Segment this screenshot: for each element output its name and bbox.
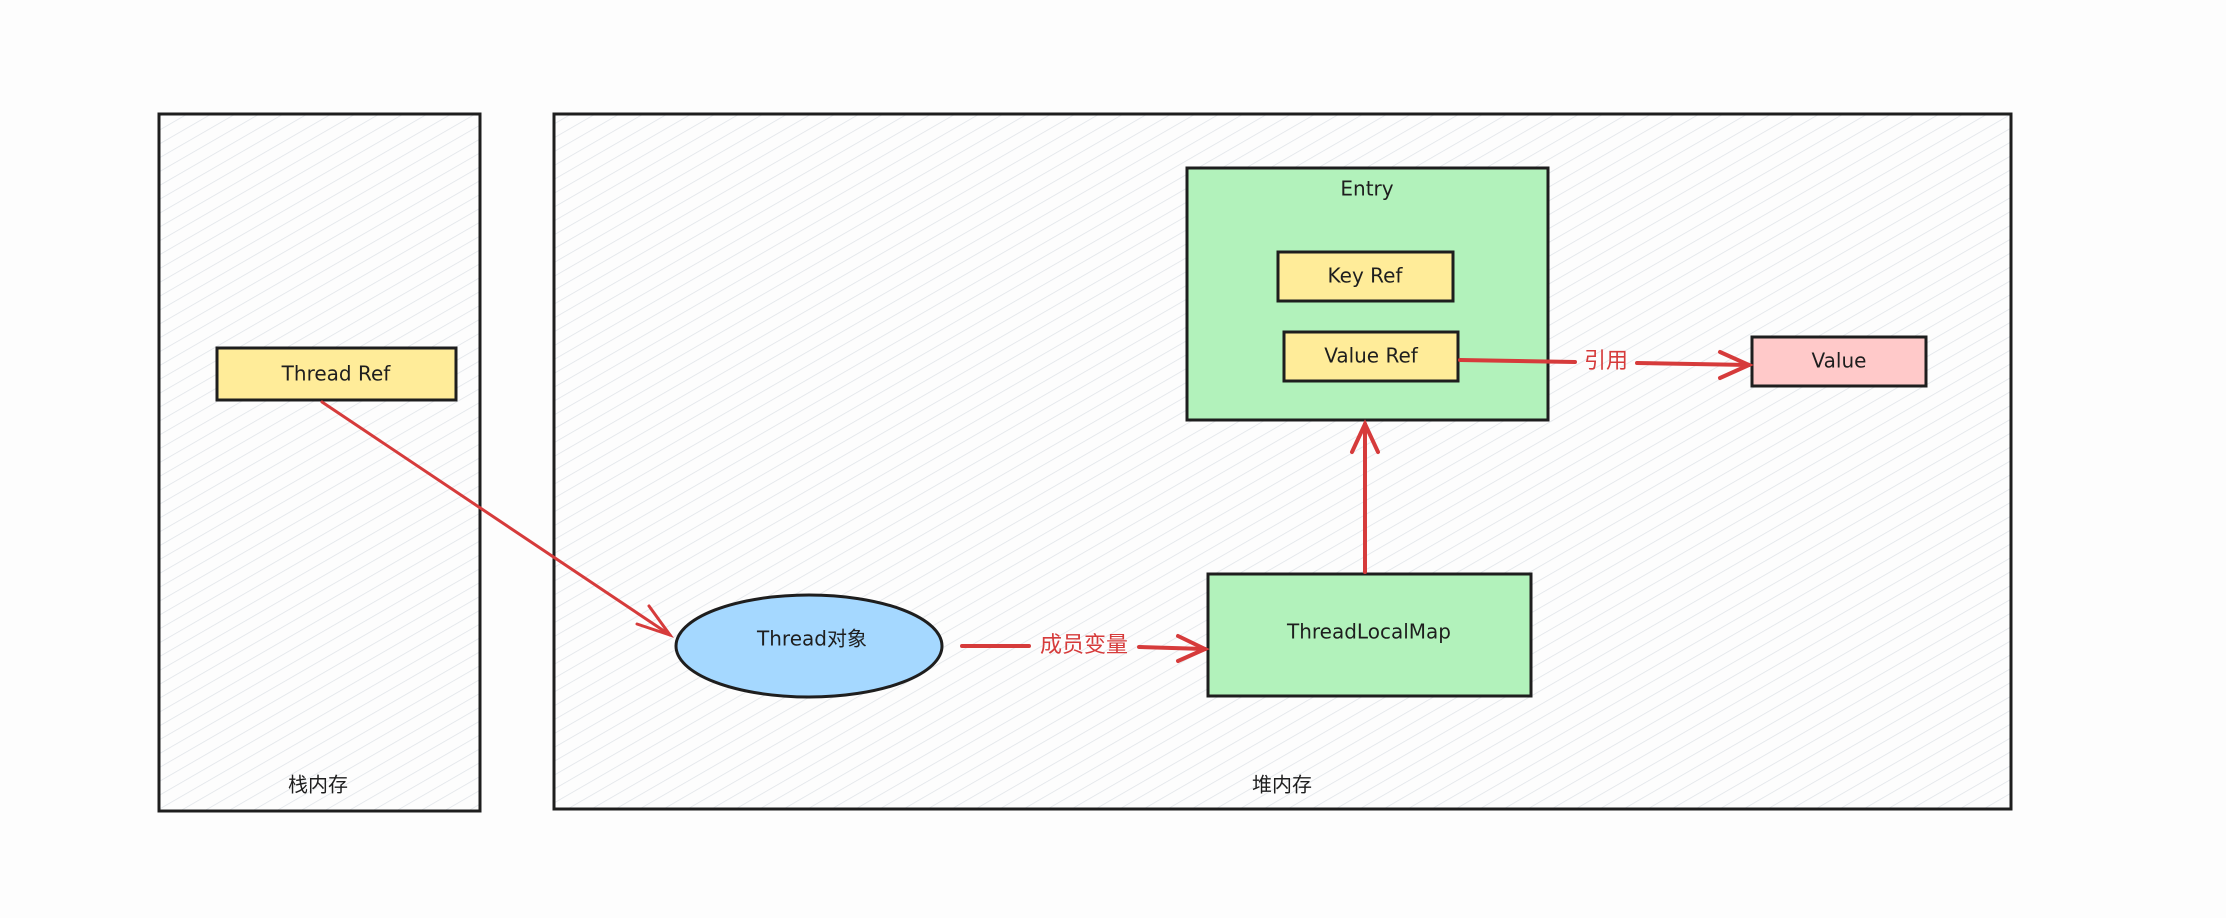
- thread-object-ellipse[interactable]: [674, 593, 944, 699]
- thread-ref-label: Thread Ref: [281, 362, 392, 386]
- arrowhead-icon: [1718, 350, 1754, 380]
- thread-ref-node[interactable]: Thread Ref: [215, 346, 458, 402]
- thread-local-map-box[interactable]: [1206, 572, 1533, 698]
- arrow-line-start: [1458, 358, 1577, 364]
- arrow-thread-object-to-map: 成员变量: [960, 633, 1210, 663]
- stack-memory-label: 栈内存: [288, 773, 348, 797]
- arrowhead-icon: [635, 604, 674, 638]
- stack-memory-box: [157, 112, 482, 813]
- key-ref-label: Key Ref: [1328, 264, 1404, 288]
- value-ref-node[interactable]: Value Ref: [1282, 330, 1460, 383]
- thread-local-map-node[interactable]: ThreadLocalMap: [1206, 572, 1533, 698]
- value-ref-box[interactable]: [1282, 330, 1460, 383]
- edge-label-reference: 引用: [1584, 349, 1628, 374]
- arrow-line-end: [1137, 645, 1207, 651]
- thread-object-label: Thread对象: [756, 627, 867, 651]
- arrow-map-to-entry: [1350, 419, 1380, 574]
- value-label: Value: [1812, 349, 1867, 373]
- arrow-value-ref-to-value: 引用: [1458, 349, 1754, 380]
- key-ref-box[interactable]: [1276, 250, 1455, 303]
- edge-label-member-variable: 成员变量: [1040, 633, 1128, 658]
- heap-memory-label: 堆内存: [1252, 773, 1312, 797]
- value-node[interactable]: Value: [1750, 335, 1928, 388]
- arrow-line-end: [1635, 361, 1751, 367]
- key-ref-node[interactable]: Key Ref: [1276, 250, 1455, 303]
- value-box[interactable]: [1750, 335, 1928, 388]
- thread-ref-box[interactable]: [215, 346, 458, 402]
- entry-label: Entry: [1340, 177, 1393, 201]
- value-ref-label: Value Ref: [1324, 344, 1419, 368]
- thread-object-node[interactable]: Thread对象: [674, 593, 944, 699]
- thread-local-map-label: ThreadLocalMap: [1286, 620, 1451, 644]
- stack-memory-region: 栈内存: [157, 112, 482, 813]
- arrow-thread-ref-to-thread-object: [320, 400, 674, 638]
- arrow-line: [320, 400, 672, 637]
- arrowhead-icon: [1176, 634, 1210, 663]
- arrowhead-icon: [1350, 419, 1380, 454]
